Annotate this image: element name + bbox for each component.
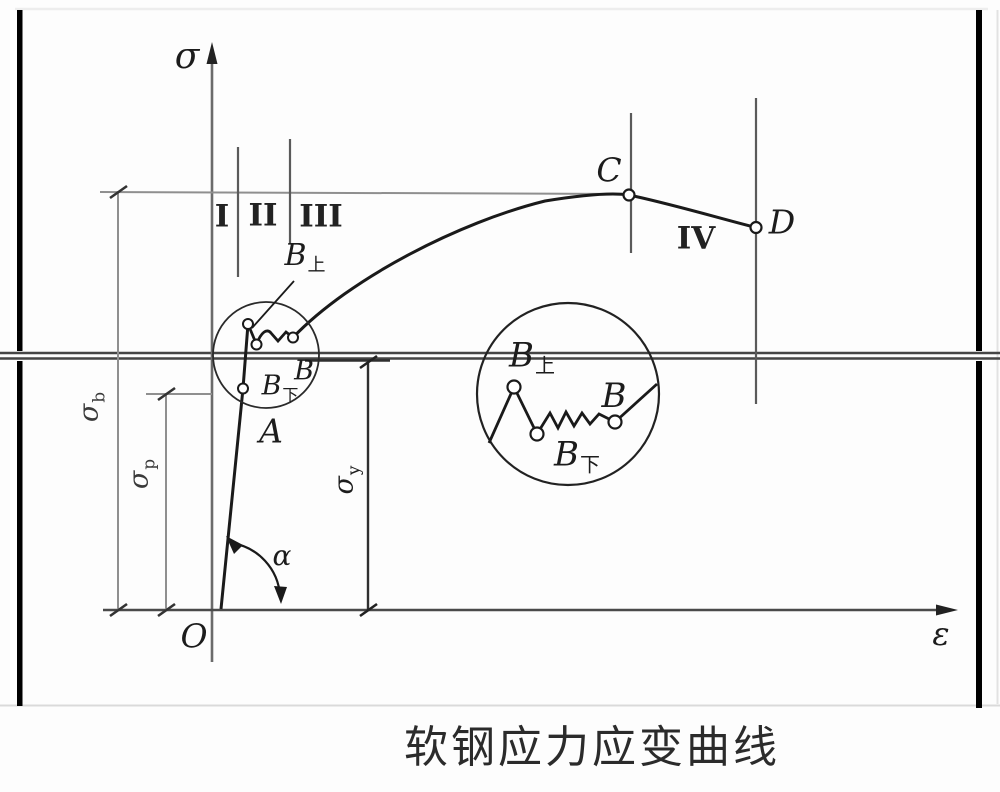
alpha-angle-label: α (272, 539, 292, 572)
alpha-arc-arrow-icon (274, 586, 287, 604)
figure-caption: 软钢应力应变曲线 (404, 722, 780, 773)
dim-tick (359, 354, 378, 370)
point-D-marker (749, 220, 763, 235)
region-label-4: IV (676, 220, 716, 257)
point-B-label: B (294, 355, 314, 387)
sigma-y-label: σy (328, 465, 365, 495)
right-margin-bar (976, 361, 982, 708)
point-D-label: D (768, 202, 796, 242)
strain-axis-label: ε (932, 615, 950, 653)
sigma-b-level-line (99, 191, 630, 195)
magnifier-B-lower-marker (529, 426, 545, 442)
dim-tick (157, 602, 176, 618)
sigma-p-label: σp (123, 458, 160, 490)
elastic-line (219, 323, 250, 610)
dim-tick (109, 184, 128, 200)
point-C-label: C (596, 150, 622, 190)
dim-tick (157, 386, 176, 402)
point-B-lower-marker (250, 338, 263, 351)
magnifier-B-upper-label: B上 (509, 335, 555, 378)
stress-axis-label: σ (174, 36, 200, 77)
region-label-3: III (299, 198, 343, 235)
magnifier-B-lower-label: B下 (554, 434, 600, 477)
sigma-b-label: σb (73, 391, 110, 423)
point-A-label: A (259, 411, 283, 451)
magnifier-circle (475, 301, 661, 487)
left-margin-bar (17, 10, 23, 351)
dim-tick (359, 602, 378, 618)
magnifier-B-marker (607, 414, 623, 430)
yield-detail-circle (212, 301, 320, 409)
strain-axis-arrow-icon (936, 604, 958, 616)
region-label-2: II (248, 197, 278, 234)
point-B-upper-label: B上 (284, 238, 326, 276)
left-margin-bar (17, 361, 23, 706)
region-label-1: I (214, 198, 230, 235)
point-B-marker (287, 331, 299, 344)
point-B-upper-marker (242, 318, 254, 330)
point-A-marker (237, 382, 249, 395)
magnifier-B-label: B (601, 376, 627, 416)
stress-axis-arrow-icon (206, 42, 218, 64)
point-B-lower-label: B下 (261, 370, 299, 405)
hardening-curve (291, 192, 630, 339)
origin-label: O (180, 616, 208, 656)
magnifier-zigzag (487, 382, 658, 444)
B-upper-leader-line (251, 280, 295, 329)
point-C-marker (622, 188, 636, 202)
dim-tick (109, 602, 128, 618)
right-margin-bar (976, 10, 982, 351)
magnifier-B-upper-marker (506, 379, 522, 395)
necking-curve (628, 193, 757, 229)
alpha-arc-arrow-icon (226, 536, 243, 554)
